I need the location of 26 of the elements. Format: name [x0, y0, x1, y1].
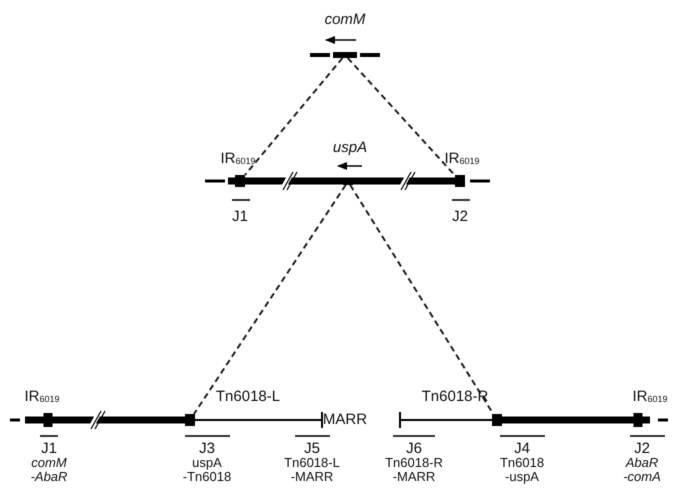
junction-label: J2	[634, 441, 650, 457]
junction-description: Tn6018 -uspA	[498, 456, 546, 484]
junction-description: Tn6018-R -MARR	[384, 456, 444, 484]
element-label: Tn6018-L	[216, 389, 280, 405]
junction-label: J1	[41, 441, 57, 457]
junction-description: uspA -Tn6018	[182, 456, 232, 484]
site-bar	[492, 414, 502, 426]
junction-label: J3	[199, 441, 215, 457]
junction-description: AbaR -comA	[622, 456, 662, 484]
junction-description: comM -AbaR	[30, 456, 68, 484]
site-bar	[333, 52, 357, 58]
junction-label: J4	[514, 441, 530, 457]
junction-label: J2	[452, 209, 468, 225]
dashed-line	[244, 57, 344, 176]
dashed-line	[193, 184, 347, 415]
junction-label: J6	[406, 441, 422, 457]
junction-description: Tn6018-L -MARR	[283, 456, 341, 484]
site-bar	[455, 175, 465, 187]
gene-label: comM	[324, 12, 366, 28]
dashed-line	[347, 57, 456, 176]
site-bar	[185, 414, 195, 426]
gene-label: uspA	[332, 140, 368, 156]
junction-label: J1	[232, 209, 248, 225]
element-label: Tn6018-R	[422, 389, 488, 405]
junction-label: J5	[304, 441, 320, 457]
region-label: MARR	[322, 412, 368, 428]
